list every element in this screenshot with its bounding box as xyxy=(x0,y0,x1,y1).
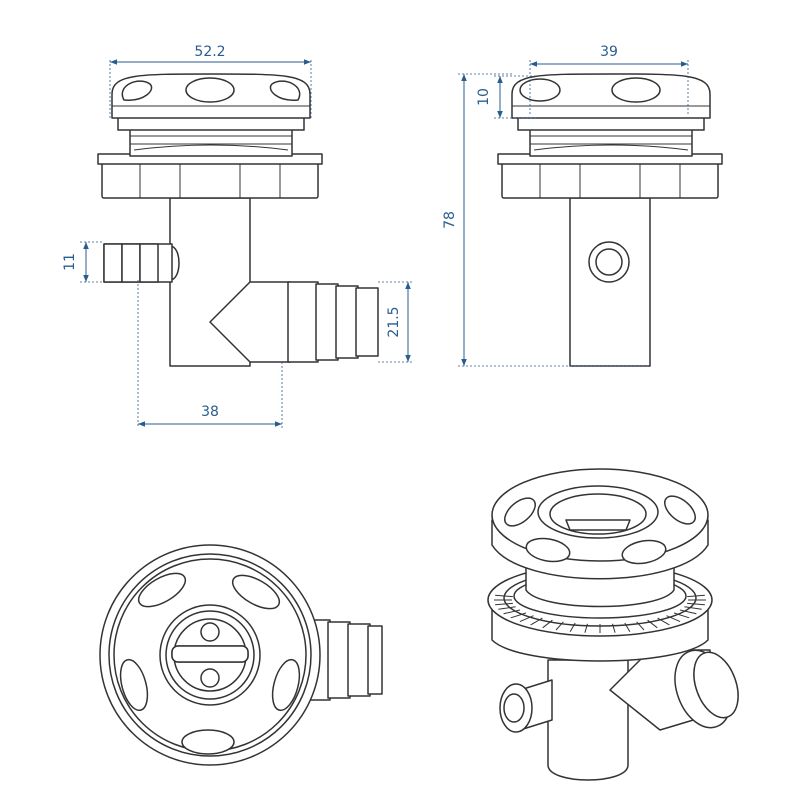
flange-rib xyxy=(687,602,705,606)
flange-rib xyxy=(647,619,658,629)
flange-rib xyxy=(495,594,513,598)
flange-rib xyxy=(624,622,631,632)
dim-total-height: 78 xyxy=(442,211,458,229)
flange-rib xyxy=(498,606,516,610)
flange-rib xyxy=(495,602,513,606)
dim-body-width: 38 xyxy=(201,404,219,420)
flange-rib xyxy=(673,612,690,619)
flange-rib xyxy=(636,621,645,631)
top-view xyxy=(99,544,383,766)
flange-rib xyxy=(584,623,588,633)
flange-rib xyxy=(555,621,564,631)
dim-large-barb: 21.5 xyxy=(386,306,402,337)
flange-rib xyxy=(666,615,681,623)
isometric-view xyxy=(487,468,739,781)
flange-rib xyxy=(569,622,576,632)
flange-rib xyxy=(612,623,616,633)
dim-small-barb: 11 xyxy=(62,253,78,271)
side-dimensions: 39 10 78 xyxy=(442,44,689,367)
flange-rib xyxy=(530,617,543,626)
dim-cap-width-side: 39 xyxy=(600,44,618,60)
flange-rib xyxy=(503,609,521,615)
side-view xyxy=(497,73,723,367)
dim-cap-height: 10 xyxy=(476,88,492,106)
front-view xyxy=(97,73,379,367)
flange-rib xyxy=(510,612,527,619)
flange-rib xyxy=(687,594,705,598)
dim-cap-width: 52.2 xyxy=(194,44,225,60)
flange-rib xyxy=(679,609,697,615)
flange-rib xyxy=(519,615,534,623)
flange-rib xyxy=(684,606,702,610)
flange-rib xyxy=(657,617,670,626)
front-dimensions: 52.2 11 21.5 38 xyxy=(62,44,414,428)
flange-rib xyxy=(542,619,553,629)
